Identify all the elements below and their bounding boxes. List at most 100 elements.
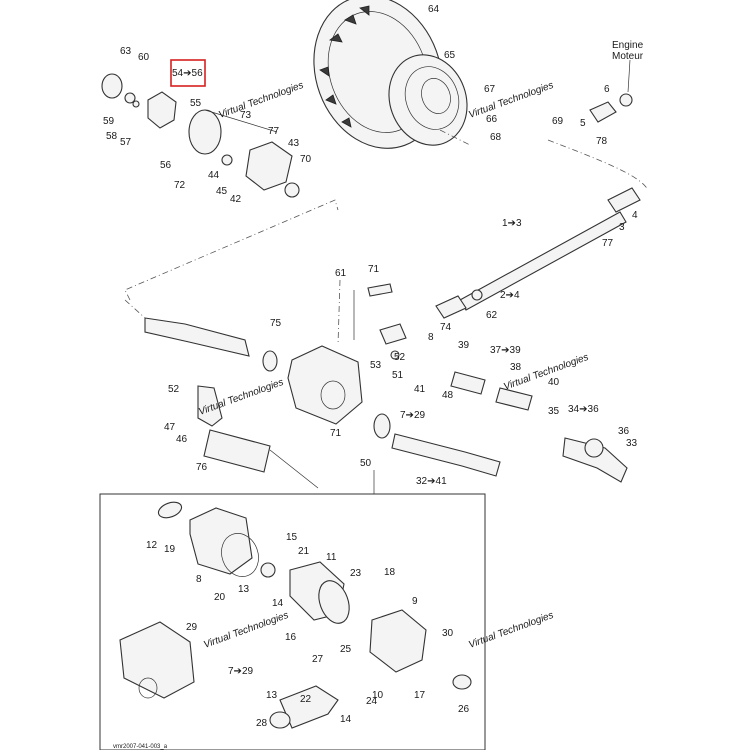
wheel-hub xyxy=(147,91,177,129)
tire-tread xyxy=(319,5,370,128)
callout-3: 3 xyxy=(619,222,625,233)
callout-27: 27 xyxy=(312,654,324,665)
callout-26: 26 xyxy=(458,704,470,715)
callout-10: 10 xyxy=(372,690,384,701)
final-drive-housing xyxy=(197,283,407,489)
callout-52: 52 xyxy=(168,384,180,395)
callout-34-36: 34➔36 xyxy=(568,404,599,415)
callout-8: 8 xyxy=(428,332,434,343)
callout-65: 65 xyxy=(444,50,456,61)
callout-43: 43 xyxy=(288,138,300,149)
propeller-shaft xyxy=(435,187,641,319)
callout-69: 69 xyxy=(552,116,564,127)
callout-73: 73 xyxy=(240,110,252,121)
callout-21: 21 xyxy=(298,546,310,557)
callout-35: 35 xyxy=(548,406,560,417)
housing-half xyxy=(369,609,427,673)
callout-76: 76 xyxy=(196,462,208,473)
callout-59: 59 xyxy=(103,116,115,127)
callout-14: 14 xyxy=(340,714,352,725)
rear-drive-shaft xyxy=(144,317,628,483)
callout-50: 50 xyxy=(360,458,372,469)
callout-71: 71 xyxy=(330,428,342,439)
callout-71: 71 xyxy=(368,264,380,275)
callout-61: 61 xyxy=(335,268,347,279)
callout-45: 45 xyxy=(216,186,228,197)
assembly-line-1 xyxy=(124,199,339,301)
callout-5: 5 xyxy=(580,118,586,129)
knuckle xyxy=(245,141,293,191)
callout-62: 62 xyxy=(486,310,498,321)
moteur-label: Moteur xyxy=(612,51,644,62)
callout-64: 64 xyxy=(428,4,440,15)
callout-74: 74 xyxy=(440,322,452,333)
tire-group xyxy=(313,0,468,149)
callout-75: 75 xyxy=(270,318,282,329)
exploded-gearbox xyxy=(119,501,472,729)
callout-53: 53 xyxy=(370,360,382,371)
callout-7-29: 7➔29 xyxy=(400,410,426,421)
callout-36: 36 xyxy=(618,426,630,437)
callout-15: 15 xyxy=(286,532,298,543)
bracket xyxy=(197,385,223,427)
pinion-shaft xyxy=(279,685,339,729)
watermark: Virtual Technologies xyxy=(467,610,555,651)
callout-38: 38 xyxy=(510,362,522,373)
callout-22: 22 xyxy=(300,694,312,705)
callout-72: 72 xyxy=(174,180,186,191)
watermark: Virtual Technologies xyxy=(202,610,290,651)
callout-48: 48 xyxy=(442,390,454,401)
ring-gear xyxy=(318,580,350,624)
callout-24: 24 xyxy=(366,696,378,707)
callout-63: 63 xyxy=(120,46,132,57)
callout-17: 17 xyxy=(414,690,426,701)
callout-66: 66 xyxy=(486,114,498,125)
callout-4: 4 xyxy=(632,210,638,221)
watermark: Virtual Technologies xyxy=(467,80,555,121)
callout-60: 60 xyxy=(138,52,150,63)
callout-9: 9 xyxy=(412,596,418,607)
exploded-view-frame xyxy=(99,493,486,750)
callout-33: 33 xyxy=(626,438,638,449)
drive-shaft-tube xyxy=(459,211,627,311)
left-axle xyxy=(144,317,250,357)
callout-30: 30 xyxy=(442,628,454,639)
hub-cap xyxy=(101,73,123,99)
callout-70: 70 xyxy=(300,154,312,165)
callout-18: 18 xyxy=(384,567,396,578)
rim xyxy=(388,54,468,146)
callout-28: 28 xyxy=(256,718,268,729)
callout-56: 56 xyxy=(160,160,172,171)
callout-29: 29 xyxy=(186,622,198,633)
callout-23: 23 xyxy=(350,568,362,579)
callouts: 636054➔565958575655737743704445427264656… xyxy=(103,4,638,729)
callout-13: 13 xyxy=(238,584,250,595)
callout-57: 57 xyxy=(120,137,132,148)
callout-1-3: 1➔3 xyxy=(502,218,522,229)
callout-13: 13 xyxy=(266,690,278,701)
callout-47: 47 xyxy=(164,422,176,433)
callout-25: 25 xyxy=(340,644,352,655)
callout-77: 77 xyxy=(602,238,614,249)
callout-32-41: 32➔41 xyxy=(416,476,447,487)
assembled-housing xyxy=(119,621,195,699)
callout-44: 44 xyxy=(208,170,220,181)
callout-11: 11 xyxy=(326,552,337,563)
callout-12: 12 xyxy=(146,540,158,551)
diagram-code: vmr2007-041-003_a xyxy=(113,744,168,750)
callout-19: 19 xyxy=(164,544,176,555)
callout-39: 39 xyxy=(458,340,470,351)
callout-20: 20 xyxy=(214,592,226,603)
callout-52: 52 xyxy=(394,352,406,363)
brake-disc xyxy=(188,109,222,155)
callout-16: 16 xyxy=(285,632,297,643)
callout-58: 58 xyxy=(106,131,118,142)
highlight-box xyxy=(170,59,206,87)
callout-51: 51 xyxy=(392,370,404,381)
callout-8: 8 xyxy=(196,574,202,585)
hub-group xyxy=(101,73,300,198)
coupler xyxy=(589,101,617,123)
callout-67: 67 xyxy=(484,84,496,95)
cover xyxy=(189,507,253,575)
